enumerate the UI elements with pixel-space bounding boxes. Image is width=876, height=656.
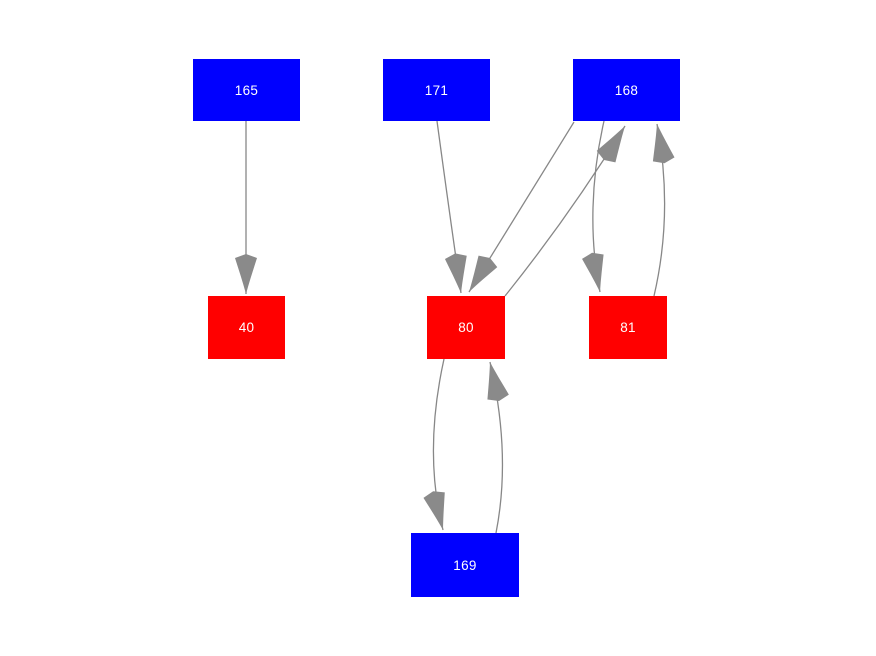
- node-165: 165: [193, 59, 300, 121]
- node-80-label: 80: [458, 320, 474, 335]
- node-81: 81: [589, 296, 667, 359]
- node-81-label: 81: [620, 320, 636, 335]
- edge-169-80: [487, 361, 509, 534]
- edge-81-168: [652, 123, 675, 297]
- node-168: 168: [573, 59, 680, 121]
- edge-80-169: [423, 358, 445, 531]
- edge-168-81: [582, 120, 605, 293]
- node-169-label: 169: [453, 557, 477, 573]
- edge-168-80: [468, 121, 575, 293]
- node-40: 40: [208, 296, 285, 359]
- node-168-label: 168: [614, 82, 639, 98]
- edge-171-80: [436, 120, 467, 294]
- node-40-label: 40: [238, 320, 255, 335]
- edge-80-168: [504, 125, 626, 297]
- node-165-label: 165: [234, 82, 259, 98]
- node-171: 171: [383, 59, 490, 121]
- node-171-label: 171: [424, 82, 449, 98]
- node-169: 169: [411, 533, 519, 597]
- node-80: 80: [427, 296, 505, 359]
